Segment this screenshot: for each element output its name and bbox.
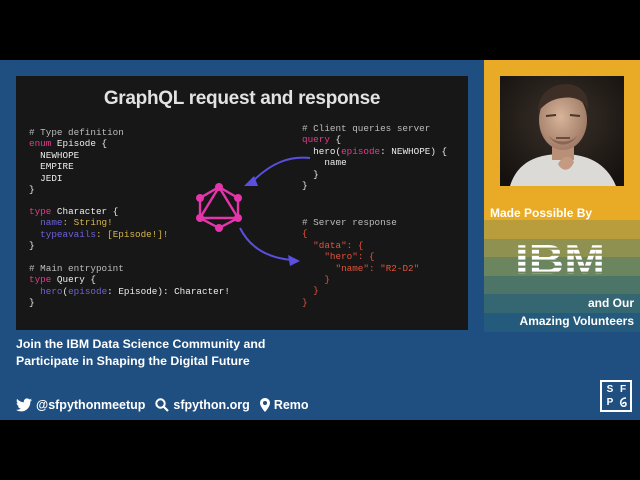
search-icon [155,398,170,412]
code-text: hero( [313,145,342,157]
code-json-value: "R2-D2" [380,262,420,274]
location-name: Remo [273,398,309,412]
client-query-code: # Client queries server query { hero(epi… [302,123,447,191]
code-type: : [Episode!]! [95,228,169,240]
stream-frame: GraphQL request and response # Type defi… [0,60,640,420]
logo-letter: F [619,384,627,395]
tagline-line: Participate in Shaping the Digital Futur… [16,354,250,368]
social-links: @sfpythonmeetup sfpython.org Remo [16,398,313,412]
twitter-icon [16,398,32,412]
code-json-key: "hero" [324,251,358,263]
python-swirl-icon [619,397,627,408]
character-definition-code: type Character { name: String! typeavail… [29,206,169,252]
presentation-slide: GraphQL request and response # Type defi… [16,76,468,330]
graphql-logo-icon [196,183,242,232]
code-comment: # Server response [302,217,397,228]
sfpython-logo: S F P [600,380,632,412]
code-json-key: "name" [335,262,369,274]
code-text: } [29,184,35,196]
location-link[interactable]: Remo [259,398,309,412]
type-definition-code: # Type definition enum Episode { NEWHOPE… [29,127,124,195]
code-field: typeavails [40,228,96,240]
sponsor-stripes [484,220,640,332]
website-url: sfpython.org [173,398,250,412]
server-response-code: # Server response { "data": { "hero": { … [302,217,420,308]
and-our-label: and Our [587,296,634,310]
tagline: Join the IBM Data Science Community and … [16,336,265,370]
code-field: hero [40,285,63,297]
tagline-line: Join the IBM Data Science Community and [16,337,266,351]
slide-title: GraphQL request and response [103,88,381,109]
code-brace: { [302,228,308,240]
logo-letter: P [606,397,614,408]
twitter-handle: @sfpythonmeetup [36,398,146,412]
code-text: : NEWHOPE) { [380,145,448,157]
code-text: Episode { [51,138,108,150]
code-text: : Episode): Character! [107,285,230,297]
code-keyword: type [29,206,52,217]
arrow-left-icon [244,156,311,186]
code-comment: # Type definition [29,127,124,138]
code-text: } [302,180,308,192]
code-text: Query { [51,274,96,286]
code-comment: # Main entrypoint [29,263,124,274]
code-field: name [324,157,347,169]
code-type: : String! [62,217,113,229]
made-possible-label: Made Possible By [490,206,593,220]
ibm-logo-text: IBM [515,238,605,276]
code-enum-value: NEWHOPE [40,149,80,161]
entrypoint-code: # Main entrypoint type Query { hero(epis… [29,263,230,309]
code-keyword: query [302,134,330,146]
ibm-logo: IBM [515,238,605,276]
code-enum-value: JEDI [40,172,63,184]
logo-letter: S [606,384,614,395]
map-pin-icon [259,398,270,412]
code-json-key: "data" [313,239,347,251]
code-keyword: enum [29,138,52,150]
code-text: Character { [51,206,119,217]
code-arg: episode [341,145,381,157]
presenter-video-image [500,76,624,186]
code-text: } [29,240,35,252]
code-text: } [29,297,35,309]
code-text: } [313,168,319,180]
volunteers-label: Amazing Volunteers [519,314,634,328]
arrow-right-icon [239,227,300,266]
code-text: { [329,134,342,146]
code-comment: # Client queries server [302,123,431,134]
code-brace: } [302,296,308,308]
code-keyword: type [29,274,52,286]
website-link[interactable]: sfpython.org [155,398,250,412]
code-enum-value: EMPIRE [40,161,74,173]
code-field: name [40,217,63,229]
presenter-webcam [500,76,624,186]
code-arg: episode [68,285,108,297]
twitter-link[interactable]: @sfpythonmeetup [16,398,145,412]
